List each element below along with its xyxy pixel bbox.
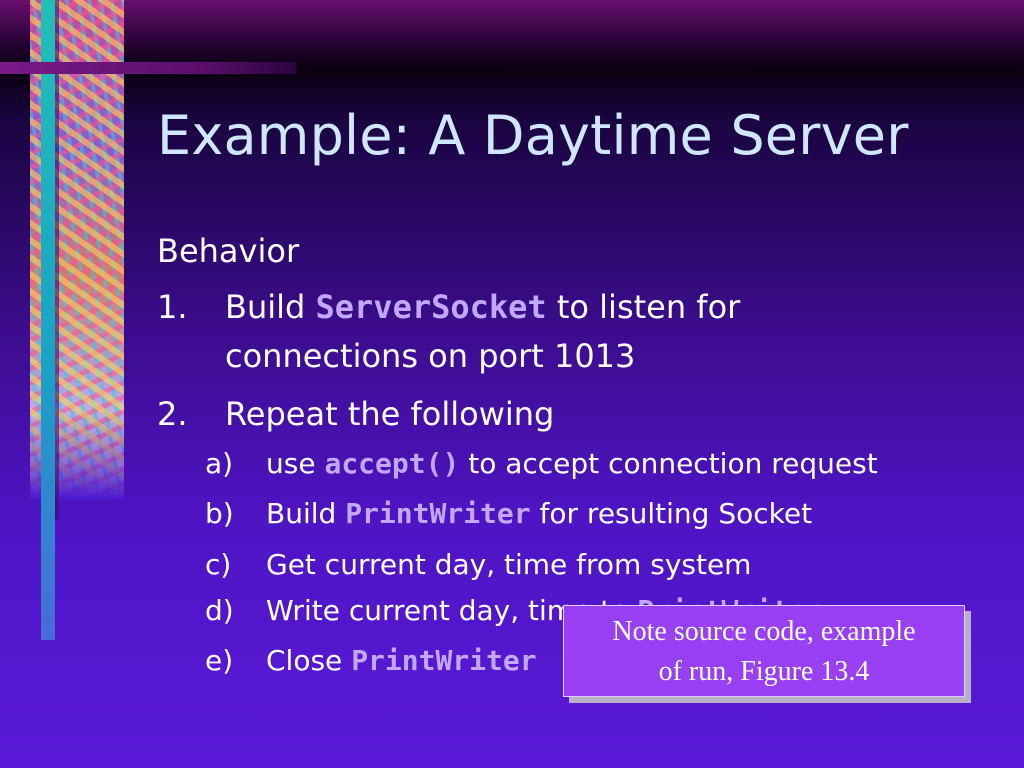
vertical-accent-bar <box>41 0 55 640</box>
substep-b-suffix: for resulting Socket <box>530 497 813 530</box>
substep-c-text: Get current day, time from system <box>266 548 752 581</box>
substep-a-prefix: use <box>266 447 325 480</box>
horizontal-accent-bar <box>0 62 296 74</box>
slide-title: Example: A Daytime Server <box>157 104 909 167</box>
step-1-number: 1. <box>157 288 188 326</box>
substep-b-prefix: Build <box>266 497 346 530</box>
substep-c-label: c) <box>205 548 232 581</box>
substep-a-text: use accept() to accept connection reques… <box>266 447 878 480</box>
substep-b-code: PrintWriter <box>345 497 531 530</box>
substep-e-prefix: Close <box>266 644 352 677</box>
note-line-2: of run, Figure 13.4 <box>658 656 870 687</box>
step-2-text: Repeat the following <box>225 395 555 433</box>
substep-d-label: d) <box>205 594 234 627</box>
substep-e-code: PrintWriter <box>351 644 537 677</box>
note-callout: Note source code, example of run, Figure… <box>563 605 965 697</box>
step-1-prefix: Build <box>225 288 316 326</box>
substep-a-label: a) <box>205 447 234 480</box>
substep-e-text: Close PrintWriter <box>266 644 537 677</box>
note-line-1: Note source code, example <box>612 616 916 647</box>
step-1-continuation: connections on port 1013 <box>225 337 636 375</box>
step-2-number: 2. <box>157 395 188 433</box>
substep-b-text: Build PrintWriter for resulting Socket <box>266 497 812 530</box>
substep-a-code: accept() <box>324 447 460 480</box>
substep-e-label: e) <box>205 644 234 677</box>
step-1-suffix: to listen for <box>546 288 741 326</box>
vertical-accent-shadow <box>55 0 59 520</box>
step-1-text: Build ServerSocket to listen for <box>225 288 740 326</box>
section-heading: Behavior <box>157 232 300 270</box>
step-1-code: ServerSocket <box>315 288 547 326</box>
substep-a-suffix: to accept connection request <box>459 447 878 480</box>
substep-b-label: b) <box>205 497 234 530</box>
